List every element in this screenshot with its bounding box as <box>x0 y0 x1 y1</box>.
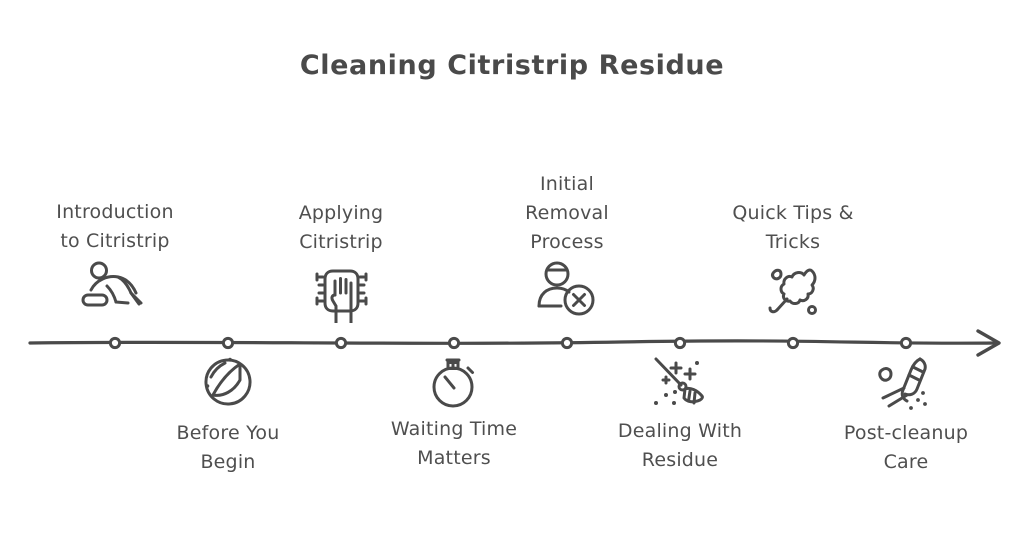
stopwatch-icon <box>359 353 549 411</box>
milestone-label: Before You Begin <box>176 422 280 473</box>
sweeping-brush-icon <box>811 355 1001 415</box>
timeline-line <box>28 339 997 345</box>
milestone-dealing-with-residue[interactable]: Dealing With Residue <box>585 355 775 475</box>
milestone-introduction-to-citristrip[interactable]: Introduction to Citristrip <box>20 198 210 312</box>
timeline-arrow-head <box>976 329 1001 357</box>
milestone-post-cleanup-care[interactable]: Post-cleanup Care <box>811 355 1001 477</box>
milestone-waiting-time-matters[interactable]: Waiting Time Matters <box>359 353 549 473</box>
remove-person-icon <box>472 261 662 319</box>
milestone-label: Quick Tips & Tricks <box>732 202 854 253</box>
milestone-label: Dealing With Residue <box>617 420 743 471</box>
page-title: Cleaning Citristrip Residue <box>299 50 725 81</box>
milestone-before-you-begin[interactable]: Before You Begin <box>133 355 323 477</box>
milestone-label: Introduction to Citristrip <box>56 201 174 252</box>
milestone-label: Initial Removal Process <box>525 173 609 253</box>
milestone-applying-citristrip[interactable]: Applying Citristrip <box>246 199 436 323</box>
timeline-nodes <box>108 336 913 350</box>
milestone-label: Waiting Time Matters <box>390 418 518 469</box>
feather-duster-icon <box>698 261 888 323</box>
milestone-label: Post-cleanup Care <box>843 422 969 473</box>
hand-with-sponge-icon <box>246 261 436 323</box>
milestone-label: Applying Citristrip <box>298 202 384 253</box>
milestone-initial-removal-process[interactable]: Initial Removal Process <box>472 170 662 319</box>
polishing-circle-icon <box>133 355 323 415</box>
person-scrubbing-floor-icon <box>20 260 210 312</box>
milestone-quick-tips-and-tricks[interactable]: Quick Tips & Tricks <box>698 199 888 323</box>
broom-sparkles-icon <box>585 355 775 413</box>
